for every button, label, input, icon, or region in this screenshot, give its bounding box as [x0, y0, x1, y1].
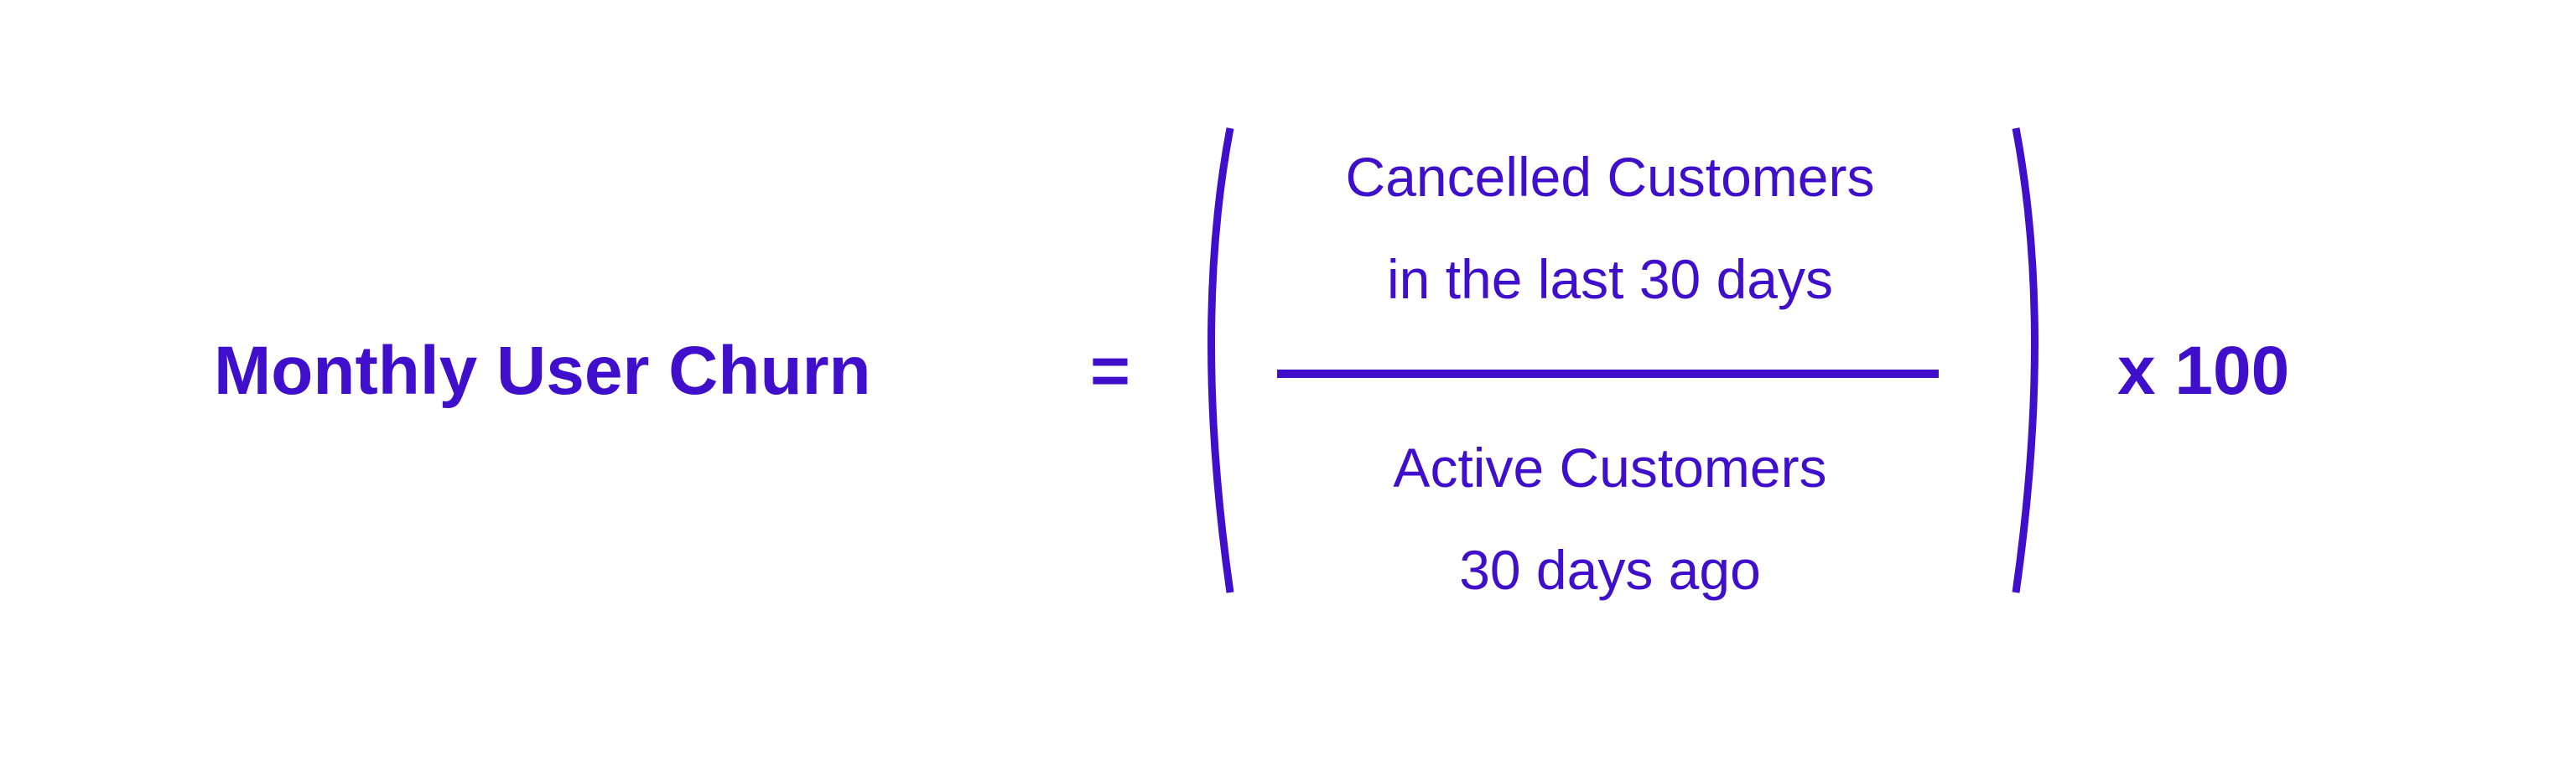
denominator-line-1: Active Customers: [1393, 437, 1827, 499]
denominator-line-2: 30 days ago: [1459, 539, 1761, 601]
multiplier: x 100: [2117, 333, 2290, 409]
formula-lhs: Monthly User Churn: [214, 333, 871, 409]
equals-sign: =: [1090, 333, 1130, 409]
numerator-line-2: in the last 30 days: [1387, 248, 1833, 310]
left-parenthesis: [1208, 127, 1234, 593]
numerator-line-1: Cancelled Customers: [1345, 146, 1875, 208]
right-parenthesis: [2012, 127, 2038, 593]
fraction-denominator: Active Customers 30 days ago: [1291, 417, 1929, 621]
fraction-numerator: Cancelled Customers in the last 30 days: [1291, 126, 1929, 330]
